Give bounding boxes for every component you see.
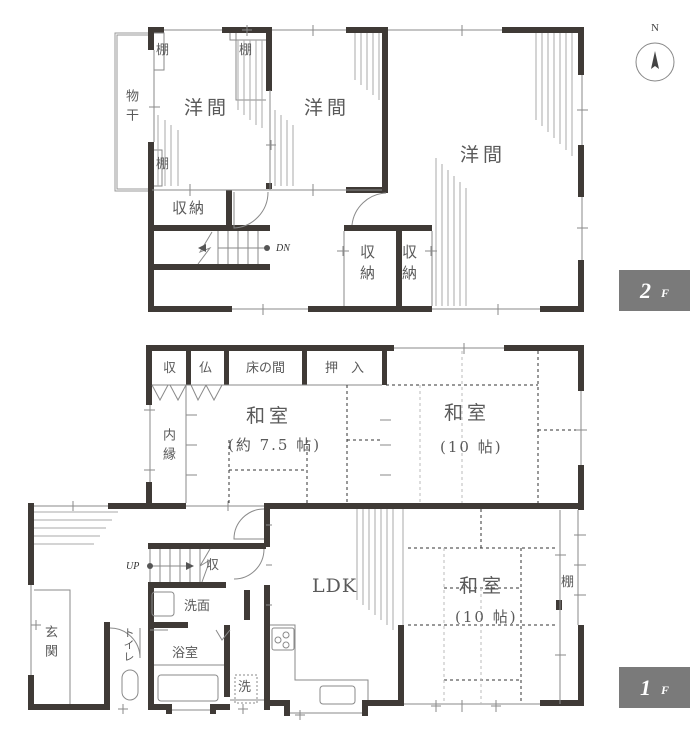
floor-suffix-2f: F: [660, 286, 669, 300]
room-size-1f-washitsu-south: (10 帖): [455, 608, 518, 626]
room-label-1f-entrance: 玄関: [42, 625, 57, 663]
room-label-2f-storage-b: 収納: [400, 244, 418, 286]
room-label-2f-west-western-room: 洋間: [184, 97, 231, 119]
room-label-2f-east-western-room: 洋間: [460, 144, 507, 166]
shelf-label-2f-n: 棚: [239, 43, 253, 58]
thin-lines-2f: [114, 25, 588, 315]
floor-suffix-1f: F: [660, 683, 669, 697]
compass-rose: [635, 42, 675, 82]
room-label-1f-tokonoma: 床の間: [246, 361, 286, 376]
shelf-label-2f-sw: 棚: [156, 157, 170, 172]
stairs-down-label: DN: [276, 243, 290, 254]
walls-1f: [28, 345, 584, 716]
drying-area-label: 物干: [123, 89, 138, 127]
room-label-1f-stair-storage: 収: [206, 558, 220, 573]
thin-lines-1f: [30, 343, 587, 720]
stair-marker-2f: [264, 245, 270, 251]
room-size-1f-washitsu-west: (約 7.5 帖): [228, 436, 322, 454]
room-label-1f-closet-small: 収: [163, 361, 177, 376]
room-label-1f-inner-veranda: 内縁: [160, 428, 175, 466]
room-label-2f-hall-storage: 収納: [172, 199, 207, 217]
room-label-1f-toilet: トイレ: [122, 627, 135, 663]
shelf-label-1f-east: 棚: [561, 575, 575, 590]
room-label-1f-laundry: 洗: [238, 680, 252, 695]
room-label-2f-storage-a: 収納: [358, 244, 376, 286]
stair-marker-1f: [147, 563, 153, 569]
room-label-1f-washitsu-east: 和室: [444, 402, 491, 424]
room-label-2f-middle-western-room: 洋間: [304, 97, 351, 119]
room-label-1f-ldk: LDK: [312, 575, 358, 597]
room-label-1f-altar: 仏: [199, 361, 213, 376]
floor-badge-2f: 2 F: [619, 270, 690, 311]
room-label-1f-washitsu-west: 和室: [246, 405, 293, 427]
floor-number-2f: 2: [639, 277, 651, 303]
room-label-1f-bathroom: 浴室: [172, 646, 199, 661]
room-label-1f-washitsu-south: 和室: [459, 575, 506, 597]
floor-number-1f: 1: [639, 674, 651, 700]
compass: N: [635, 22, 675, 44]
room-label-1f-washroom: 洗面: [184, 599, 211, 614]
shelf-label-2f-nw: 棚: [156, 43, 170, 58]
compass-north-label: N: [651, 22, 659, 34]
floor-badge-1f: 1 F: [619, 667, 690, 708]
room-label-1f-oshiire: 押 入: [325, 361, 365, 376]
room-size-1f-washitsu-east: (10 帖): [440, 438, 503, 456]
stairs-up-label: UP: [126, 561, 140, 572]
